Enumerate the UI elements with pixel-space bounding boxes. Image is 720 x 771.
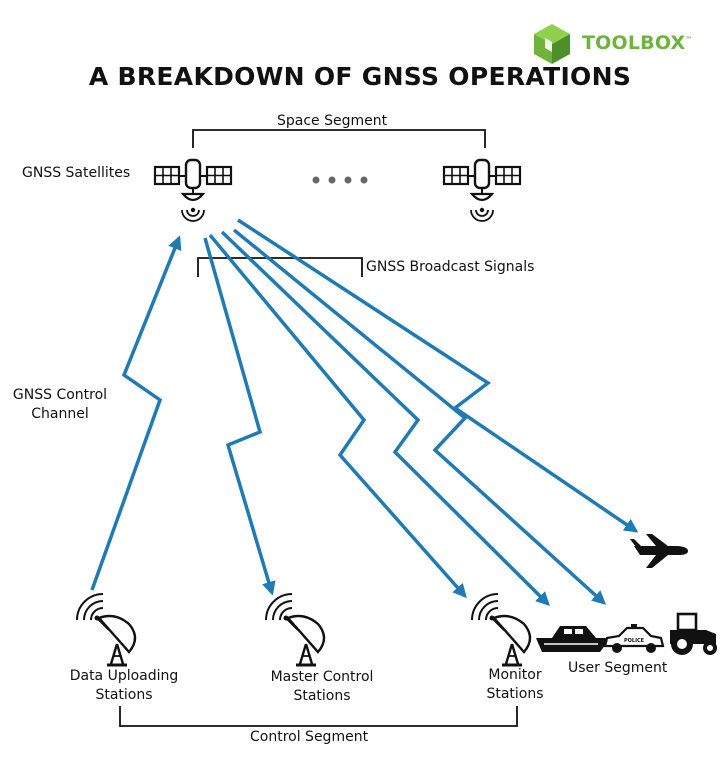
data-uploading-stations-label: Data Uploading Stations [69, 668, 179, 703]
control-channel-signal [90, 235, 182, 591]
space-segment-bracket [192, 129, 486, 148]
brand-name: TOOLBOX™ [582, 32, 693, 54]
satellite-dish-icon [264, 592, 326, 667]
boat-signal [220, 230, 550, 606]
ellipsis-dots [312, 176, 368, 184]
broadcast-signals-bracket [197, 257, 363, 277]
control-segment-label: Control Segment [250, 729, 369, 745]
master-control-signal [203, 237, 276, 596]
boat-icon [536, 626, 608, 652]
car-signal [232, 228, 607, 605]
monitor-stations-label: Monitor Stations [486, 667, 544, 702]
toolbox-logo [534, 24, 570, 64]
user-segment-label: User Segment [568, 660, 668, 676]
airplane-icon [630, 534, 688, 568]
satellite-dish-icon [75, 592, 137, 667]
police-car-icon: POLICE [603, 624, 665, 653]
police-label: POLICE [624, 638, 645, 644]
satellite-icon [442, 158, 522, 223]
tractor-icon [670, 612, 717, 655]
master-control-stations-label: Master Control Stations [270, 669, 374, 704]
page-title: A BREAKDOWN OF GNSS OPERATIONS [88, 62, 632, 91]
satellite-dish-icon [470, 592, 532, 667]
space-segment-label: Space Segment [277, 113, 388, 129]
monitor-signal [208, 233, 467, 599]
control-segment-bracket [119, 706, 518, 727]
gnss-satellites-label: GNSS Satellites [22, 165, 131, 181]
broadcast-signals-label: GNSS Broadcast Signals [366, 259, 535, 275]
toolbox-cube-icon [534, 24, 570, 64]
airplane-signal [237, 218, 639, 533]
control-channel-label: GNSS Control Channel [12, 387, 108, 422]
satellite-icon [153, 158, 233, 223]
